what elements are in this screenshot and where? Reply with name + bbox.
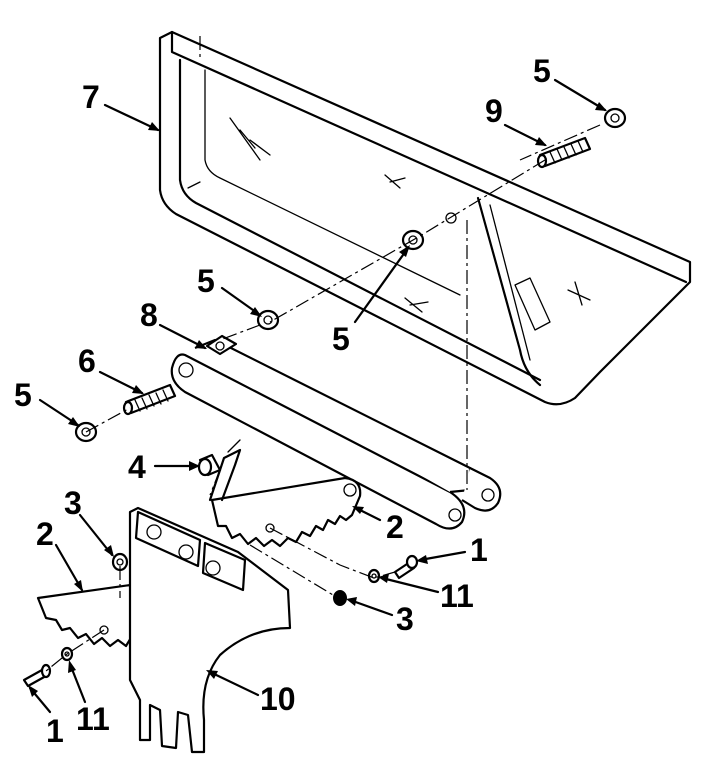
part-3-nut-right <box>333 590 347 606</box>
callout-5-top-right: 5 <box>533 53 551 89</box>
part-5-nut-top-right <box>603 107 627 129</box>
callout-2-left: 2 <box>36 516 54 552</box>
part-5-nut-left <box>74 421 98 443</box>
callout-4: 4 <box>128 449 146 485</box>
part-6-rod <box>122 383 177 416</box>
part-9-rod <box>536 136 592 169</box>
part-5-nut-bar <box>256 309 280 331</box>
callout-labels: 7 5 9 5 8 5 6 5 4 3 2 2 1 11 3 10 1 11 <box>14 53 551 749</box>
callout-11-right: 11 <box>440 578 474 614</box>
callout-7: 8 <box>140 297 158 333</box>
callout-9: 9 <box>485 93 503 129</box>
leader-arrows <box>28 78 607 714</box>
part-1-screw-left <box>22 663 52 688</box>
part-8-blade-guard <box>158 30 692 406</box>
part-4-bushing <box>197 453 222 477</box>
callout-5-left: 5 <box>14 377 32 413</box>
callout-1-right: 1 <box>470 532 488 568</box>
callout-5-bar: 5 <box>197 263 215 299</box>
callout-5-guard: 5 <box>332 321 350 357</box>
callout-3-left: 3 <box>64 485 82 521</box>
callout-8: 7 <box>82 79 100 115</box>
callout-11-left: 11 <box>76 701 110 737</box>
callout-10: 10 <box>260 681 296 717</box>
callout-2-right: 2 <box>386 509 404 545</box>
callout-3-right: 3 <box>396 601 414 637</box>
part-7-mounting-bar <box>170 334 502 530</box>
part-1-screw-right <box>393 554 419 580</box>
callout-1-left: 1 <box>46 713 64 749</box>
part-10-spreader <box>128 506 292 754</box>
assembly-center-lines <box>45 36 601 672</box>
part-11-washer-right <box>367 568 381 584</box>
callout-6: 6 <box>78 343 96 379</box>
